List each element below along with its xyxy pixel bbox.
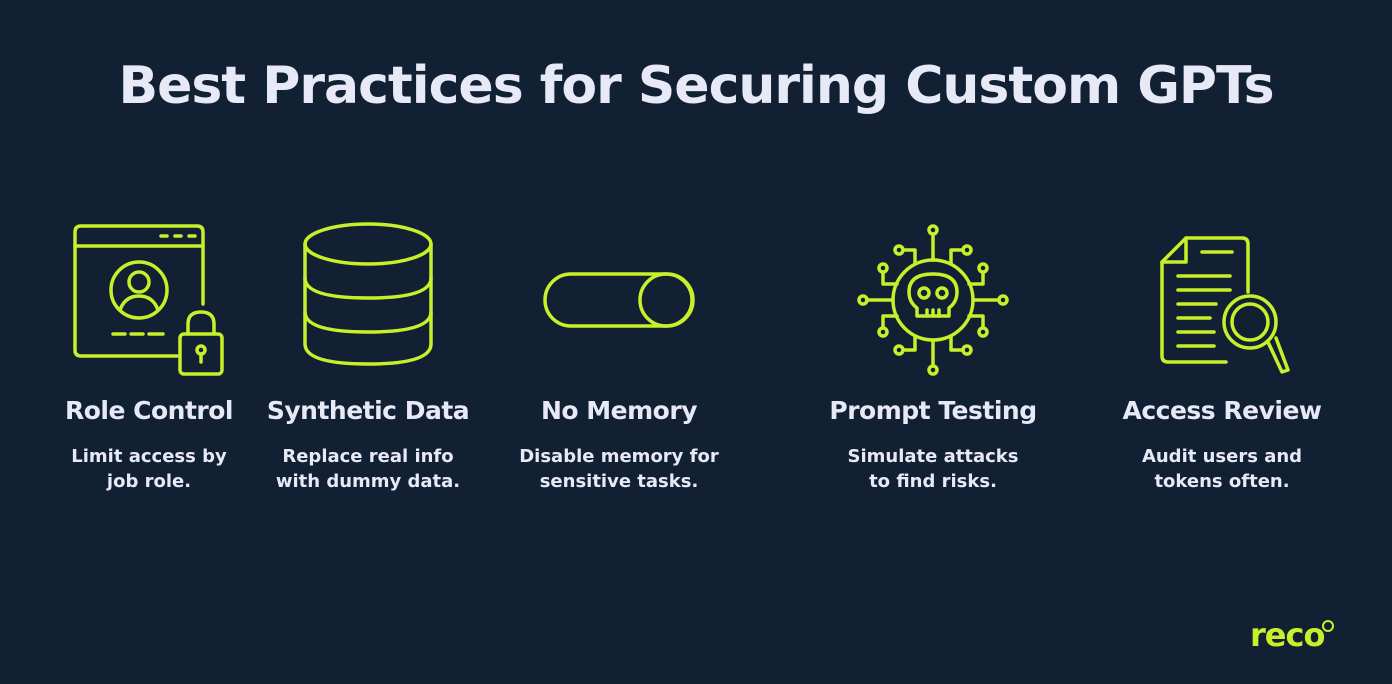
logo-dot-icon	[1322, 620, 1334, 632]
browser-user-lock-icon	[19, 220, 279, 380]
practice-description: Simulate attacks to find risks.	[847, 446, 1019, 492]
practice-name: Synthetic Data	[266, 396, 470, 425]
practice-name: Role Control	[65, 396, 234, 425]
database-icon	[238, 220, 498, 380]
practice-description: Replace real info with dummy data.	[275, 446, 461, 492]
document-magnifier-icon	[1092, 220, 1352, 380]
page-title: Best Practices for Securing Custom GPTs	[118, 56, 1274, 116]
practice-description: Disable memory for sensitive tasks.	[519, 446, 719, 492]
practice-description: Audit users and tokens often.	[1141, 446, 1303, 492]
reco-logo: reco	[1250, 616, 1325, 654]
toggle-icon	[489, 220, 749, 380]
practice-name: Access Review	[1122, 396, 1322, 425]
practice-description: Limit access by job role.	[71, 446, 227, 492]
practice-name: No Memory	[541, 396, 698, 425]
skull-circuit-icon	[803, 220, 1063, 380]
practice-name: Prompt Testing	[829, 396, 1037, 425]
